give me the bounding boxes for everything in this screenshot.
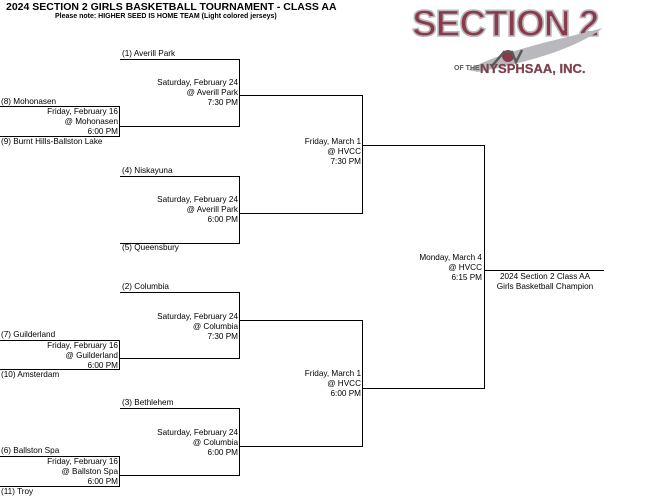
section-2-logo: SECTION 2 OF THE NYSPHSAA, INC. <box>411 2 603 76</box>
bracket-line <box>120 243 240 244</box>
bracket-line <box>0 136 120 137</box>
bracket-line <box>240 446 362 447</box>
team-bethlehem: (3) Bethlehem <box>122 398 174 407</box>
bracket-line <box>240 213 362 214</box>
game-site: @ Guilderland <box>65 351 118 360</box>
bracket-line <box>120 408 240 409</box>
game-site: @ Ballston Spa <box>61 467 118 476</box>
game-time: 6:15 PM <box>451 273 483 282</box>
game-date: Saturday, February 24 <box>157 428 238 437</box>
game-site: @ Averill Park <box>186 88 238 97</box>
team-queensbury: (5) Queensbury <box>122 243 179 252</box>
bracket-line <box>484 145 485 389</box>
game-site: @ HVCC <box>327 147 361 156</box>
bracket-line <box>119 456 120 487</box>
bracket-line <box>0 486 120 487</box>
bracket-line <box>0 369 120 370</box>
bracket-line <box>239 59 240 127</box>
game-date: Saturday, February 24 <box>157 78 238 87</box>
bracket-line <box>120 358 240 359</box>
team-ballston-spa: (6) Ballston Spa <box>1 446 60 455</box>
game-time: 6:00 PM <box>330 389 362 398</box>
bracket-line <box>240 95 362 96</box>
bracket-line <box>239 292 240 359</box>
bracket-line <box>120 176 240 177</box>
bracket-line <box>119 340 120 370</box>
game-date: Friday, March 1 <box>304 137 361 146</box>
page-note: Please note: HIGHER SEED IS HOME TEAM (L… <box>55 13 277 20</box>
game-date: Saturday, February 24 <box>157 195 238 204</box>
logo-org-text: NYSPHSAA, INC. <box>480 61 585 76</box>
team-columbia: (2) Columbia <box>122 282 169 291</box>
team-troy: (11) Troy <box>1 487 34 496</box>
bracket-line <box>120 126 240 127</box>
bracket-line <box>362 95 363 214</box>
game-site: @ HVCC <box>448 263 482 272</box>
team-niskayuna: (4) Niskayuna <box>122 166 173 175</box>
bracket-line <box>239 176 240 244</box>
bracket-line <box>120 292 240 293</box>
champion-label-line1: 2024 Section 2 Class AA <box>499 272 591 281</box>
game-time: 6:00 PM <box>87 477 119 486</box>
team-averill-park: (1) Averill Park <box>122 49 176 58</box>
team-mohonasen: (8) Mohonasen <box>1 97 57 106</box>
game-time: 7:30 PM <box>207 98 239 107</box>
logo-of-the-text: OF THE <box>454 65 480 72</box>
game-time: 6:00 PM <box>87 127 119 136</box>
team-burnt-hills: (9) Burnt Hills-Ballston Lake <box>1 137 103 146</box>
bracket-line <box>240 320 362 321</box>
logo-swoosh <box>468 28 603 72</box>
game-time: 6:00 PM <box>207 448 239 457</box>
game-time: 6:00 PM <box>207 215 239 224</box>
bracket-line <box>362 145 484 146</box>
game-site: @ Averill Park <box>186 205 238 214</box>
logo-section-text: SECTION 2 <box>412 3 599 44</box>
bracket-line <box>120 59 240 60</box>
game-date: Saturday, February 24 <box>157 312 238 321</box>
game-site: @ Columbia <box>192 438 238 447</box>
logo-athlete-icon <box>491 49 524 67</box>
game-site: @ Columbia <box>192 322 238 331</box>
bracket-line <box>119 106 120 137</box>
game-site: @ HVCC <box>327 379 361 388</box>
game-time: 7:30 PM <box>330 157 362 166</box>
game-date: Monday, March 4 <box>419 253 482 262</box>
game-time: 7:30 PM <box>207 332 239 341</box>
bracket-line <box>239 408 240 476</box>
bracket-line <box>362 320 363 447</box>
bracket-line <box>0 456 120 457</box>
bracket-line <box>362 388 484 389</box>
game-time: 6:00 PM <box>87 361 119 370</box>
bracket-line <box>0 106 120 107</box>
bracket-line <box>0 340 120 341</box>
page-title: 2024 SECTION 2 GIRLS BASKETBALL TOURNAME… <box>6 1 337 13</box>
game-date: Friday, February 16 <box>47 341 118 350</box>
bracket-line <box>120 475 240 476</box>
bracket-line <box>484 270 604 271</box>
game-date: Friday, February 16 <box>47 107 118 116</box>
game-date: Friday, February 16 <box>47 457 118 466</box>
team-guilderland: (7) Guilderland <box>1 330 56 339</box>
game-date: Friday, March 1 <box>304 369 361 378</box>
game-site: @ Mohonasen <box>64 117 118 126</box>
team-amsterdam: (10) Amsterdam <box>1 370 60 379</box>
champion-label-line2: Girls Basketball Champion <box>496 282 594 291</box>
